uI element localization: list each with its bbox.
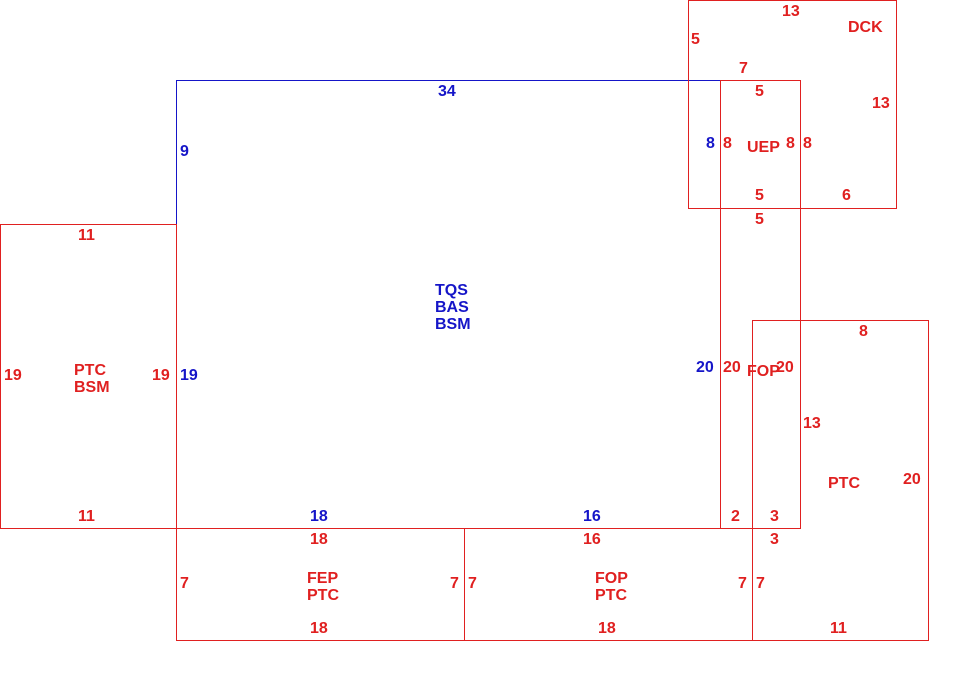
dck-top-dimension: 13 — [782, 3, 800, 20]
main-bottom-right-dimension: 16 — [583, 508, 601, 525]
ptc-left-right-dimension: 19 — [152, 367, 170, 384]
fop-right-bottom-left-dimension: 2 — [731, 508, 740, 525]
ptc-right-top-dimension: 8 — [859, 323, 868, 340]
uep-bottom-dimension: 5 — [755, 187, 764, 204]
ptc-right-right-dimension: 20 — [903, 471, 921, 488]
dck-panel-name: DCK — [848, 19, 883, 36]
fop-right-right-dimension: 20 — [776, 359, 794, 376]
ptc-right-top-left-dimension: 3 — [770, 531, 779, 548]
fop-right-top-dimension: 5 — [755, 211, 764, 228]
dck-right-dimension: 13 — [872, 95, 890, 112]
main-left-upper-dimension: 9 — [180, 143, 189, 160]
ptc-left-panel-outline — [0, 224, 177, 529]
uep-top-dimension: 5 — [755, 83, 764, 100]
fop-right-bottom-right-dimension: 3 — [770, 508, 779, 525]
fep-ptc-panel-name-2: PTC — [307, 587, 339, 604]
main-right-upper-dimension: 8 — [706, 135, 715, 152]
uep-panel-name: UEP — [747, 139, 780, 156]
fop-right-panel-name: FOP — [747, 363, 780, 380]
fop-ptc-bottom-dimension: 18 — [598, 620, 616, 637]
main-right-dimension: 20 — [696, 359, 714, 376]
ptc-right-left-dimension: 13 — [803, 415, 821, 432]
main-bottom-left-dimension: 18 — [310, 508, 328, 525]
dck-bottom-right-dimension: 6 — [842, 187, 851, 204]
fop-ptc-panel-outline — [464, 528, 753, 641]
fop-ptc-right-dimension: 7 — [738, 575, 747, 592]
uep-right-dimension-outer: 8 — [803, 135, 812, 152]
fop-right-left-dimension: 20 — [723, 359, 741, 376]
dck-bottom-left-dimension: 7 — [739, 60, 748, 77]
fep-ptc-left-dimension: 7 — [180, 575, 189, 592]
main-panel-name-2: BAS — [435, 299, 469, 316]
fep-ptc-top-dimension: 18 — [310, 531, 328, 548]
fop-right-panel-outline — [720, 208, 801, 529]
main-top-dimension: 34 — [438, 83, 456, 100]
fep-ptc-panel-name-1: FEP — [307, 570, 339, 587]
ptc-left-top-dimension: 11 — [78, 227, 95, 244]
ptc-left-bottom-dimension: 11 — [78, 508, 95, 525]
main-left-dimension: 19 — [180, 367, 198, 384]
ptc-left-panel-name-2: BSM — [74, 379, 110, 396]
uep-left-dimension: 8 — [723, 135, 732, 152]
fop-ptc-top-dimension: 16 — [583, 531, 601, 548]
fep-ptc-right-dimension: 7 — [450, 575, 459, 592]
fop-ptc-panel-name-1: FOP — [595, 570, 628, 587]
main-panel-name-3: BSM — [435, 316, 471, 333]
ptc-right-bottom-dimension: 11 — [830, 620, 847, 637]
ptc-right-panel-name: PTC — [828, 475, 860, 492]
uep-right-dimension-inner: 8 — [786, 135, 795, 152]
ptc-left-panel-name-1: PTC — [74, 362, 106, 379]
dck-left-dimension: 5 — [691, 31, 700, 48]
fop-ptc-left-dimension: 7 — [468, 575, 477, 592]
ptc-right-panel-outline — [752, 320, 929, 641]
main-panel-name-1: TQS — [435, 282, 468, 299]
ptc-right-left-lower-dimension: 7 — [756, 575, 765, 592]
ptc-left-left-dimension: 19 — [4, 367, 22, 384]
fop-ptc-panel-name-2: PTC — [595, 587, 627, 604]
fep-ptc-bottom-dimension: 18 — [310, 620, 328, 637]
